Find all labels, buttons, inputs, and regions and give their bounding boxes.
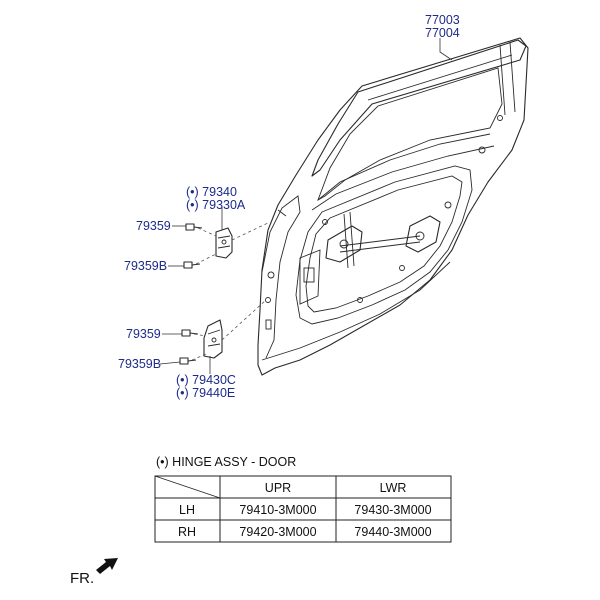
callout-lower-hinge-2: (•) 79440E — [176, 386, 235, 400]
lower-bolt — [181, 329, 199, 337]
lower-hinge — [203, 319, 223, 359]
window-regulator — [299, 211, 441, 305]
inner-panel-cutout — [295, 165, 473, 325]
upper-bolt — [185, 223, 203, 231]
table-header-upr: UPR — [265, 481, 291, 495]
callout-lower-bolt-b: 79359B — [118, 357, 161, 371]
leader-lines — [159, 38, 453, 374]
callout-lower-bolt: 79359 — [126, 327, 161, 341]
table-row-lh-side: LH — [179, 503, 195, 517]
callout-upper-hinge-1: (•) 79340 — [186, 185, 237, 199]
hinge-table: UPR LWR LH 79410-3M000 79430-3M000 RH 79… — [154, 475, 452, 543]
rear-door-frame — [257, 37, 529, 376]
table-row-rh-side: RH — [178, 525, 196, 539]
callout-upper-hinge-2: (•) 79330A — [186, 198, 246, 212]
window-opening — [317, 67, 503, 202]
hinge-pillar — [261, 195, 301, 359]
table-header-lwr: LWR — [380, 481, 407, 495]
front-arrow-icon — [96, 558, 118, 574]
callout-frame-bottom: 77004 — [425, 26, 460, 40]
callout-frame-top: 77003 — [425, 13, 460, 27]
callout-upper-bolt-b: 79359B — [124, 259, 167, 273]
door-outer-panel — [257, 37, 529, 376]
window-frame-sash — [311, 39, 527, 177]
front-direction-indicator: FR. — [70, 558, 118, 587]
table-title: (•) HINGE ASSY - DOOR — [156, 455, 296, 469]
table-row-lh-lwr: 79430-3M000 — [354, 503, 431, 517]
table-row-lh-upr: 79410-3M000 — [239, 503, 316, 517]
front-direction-label: FR. — [70, 570, 94, 587]
table-row-rh-lwr: 79440-3M000 — [354, 525, 431, 539]
callout-upper-bolt: 79359 — [136, 219, 171, 233]
upper-hinge — [215, 227, 233, 259]
callout-lower-hinge-1: (•) 79430C — [176, 373, 236, 387]
table-row-rh-upr: 79420-3M000 — [239, 525, 316, 539]
